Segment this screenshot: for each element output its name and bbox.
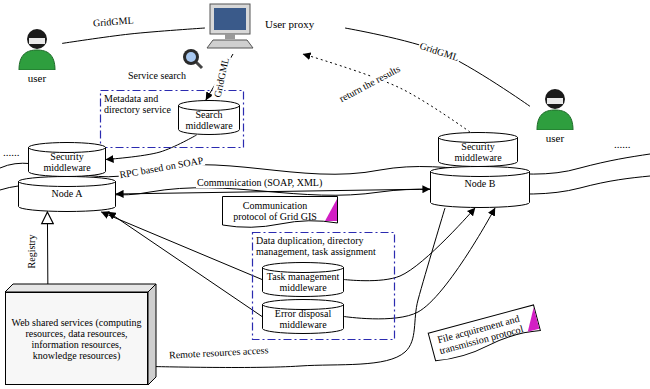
resource-box: Web shared services (computing resources… [5, 292, 148, 385]
search-icon-handle [196, 62, 202, 68]
monitor-screen [214, 8, 246, 30]
search-icon-glass [186, 52, 196, 62]
cylinder-node: Node A [18, 176, 116, 212]
continuation-dots: ...... [3, 146, 20, 158]
user-face [547, 98, 563, 104]
search-icon-rim [183, 49, 199, 65]
user-proxy-computer: User proxy [205, 2, 345, 54]
user-icon [533, 86, 577, 130]
continuation-dots: ...... [614, 138, 631, 150]
node-text: Security middleware [31, 151, 103, 173]
computer-icon [205, 2, 255, 52]
cylinder-body [263, 267, 344, 297]
node-text: Search middleware [181, 109, 237, 131]
connector [303, 54, 470, 132]
monitor-stand [225, 34, 235, 39]
user-icon [15, 26, 59, 70]
node-text: user [28, 72, 46, 84]
connector [344, 208, 495, 319]
connector-label: GridGML [92, 15, 135, 29]
node-text: user [546, 132, 564, 144]
dashed-group-box: Data duplication, directory management, … [252, 232, 395, 340]
user-body [19, 50, 55, 70]
user-head [545, 89, 565, 109]
connector [116, 189, 430, 194]
connector [148, 208, 445, 367]
connector-label: Registry [26, 234, 37, 270]
protocol-document: Communication protocol of Grid GIS [222, 196, 338, 229]
user-figure: user [530, 86, 580, 144]
connector [345, 28, 530, 106]
node-text: Web shared services (computing resources… [11, 317, 142, 361]
user-face [29, 38, 45, 44]
connector-label: Communication (SOAP, XML) [196, 177, 323, 188]
document-outline [428, 305, 541, 363]
monitor-frame [210, 4, 250, 34]
node-text: User proxy [265, 18, 314, 30]
box-side-face [148, 284, 156, 385]
keyboard [207, 40, 253, 48]
connector-label: GridGML [211, 56, 231, 100]
user-body [537, 110, 573, 130]
node-text: Security middleware [441, 141, 515, 163]
cylinder-node: Task management middleware [262, 262, 344, 297]
user-figure: user [12, 26, 62, 84]
connector-label: RPC based on SOAP [118, 155, 205, 181]
node-text: Task management middleware [265, 271, 341, 293]
cylinder-top [431, 167, 530, 177]
dashed-border [253, 233, 395, 340]
connector [62, 28, 205, 43]
node-text: Node B [433, 178, 527, 189]
search-icon [183, 49, 202, 68]
node-text: Data duplication, directory management, … [256, 235, 391, 257]
connector [206, 54, 233, 100]
cylinder-node: Node B [430, 166, 530, 208]
cylinder-node: Security middleware [28, 142, 106, 177]
node-text: Metadata and directory service [104, 93, 178, 115]
cylinder-node: Security middleware [438, 132, 518, 167]
node-text: Error disposal middleware [265, 308, 341, 330]
connector-label: Remote resources access [168, 344, 270, 360]
cylinder-node: Error disposal middleware [262, 299, 344, 334]
document-flag [325, 199, 337, 221]
user-head [27, 29, 47, 49]
connector-label: GridGML [417, 40, 461, 64]
connector [344, 208, 475, 281]
connector [47, 212, 49, 292]
cylinder-top [19, 177, 116, 187]
node-text: Communication protocol of Grid GIS [227, 200, 323, 222]
connector-label: return the results [336, 62, 402, 104]
document-flag [522, 307, 539, 331]
box-front-face [6, 293, 148, 385]
box-top-face [5, 284, 156, 292]
node-text: Node A [21, 188, 113, 199]
cylinder-node: Search middleware [178, 100, 240, 135]
document-outline [223, 197, 338, 228]
icon-caption: Service search [128, 70, 186, 81]
protocol-document: File acquirement and transmission protoc… [428, 304, 543, 364]
